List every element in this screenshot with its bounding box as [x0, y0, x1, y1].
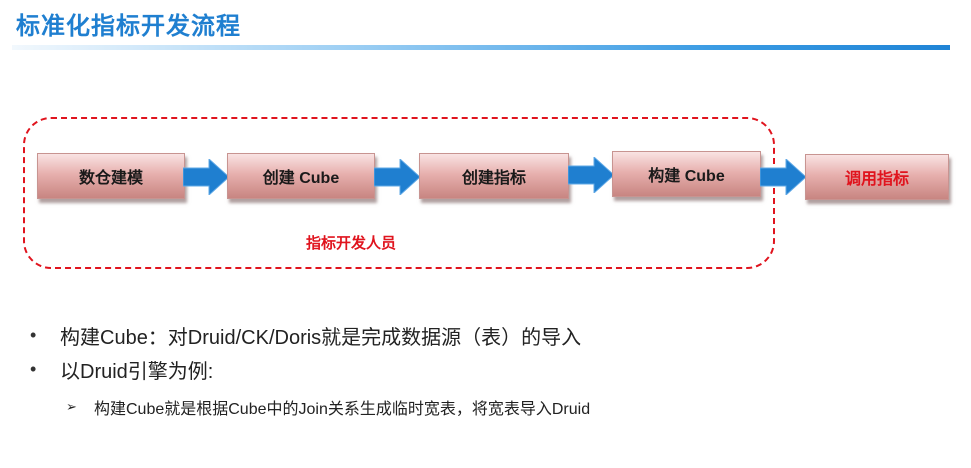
developer-group-box: [23, 117, 775, 269]
right-arrow-icon: [183, 159, 229, 195]
developer-group-label: 指标开发人员: [306, 235, 397, 252]
sub-bullet-text: 构建Cube就是根据Cube中的Join关系生成临时宽表，将宽表导入Druid: [94, 401, 591, 418]
right-arrow-icon: [760, 159, 806, 195]
step-create-cube: 创建 Cube: [227, 153, 375, 199]
step-data-warehouse-modeling: 数仓建模: [37, 153, 185, 199]
list-item: • 构建Cube：对Druid/CK/Doris就是完成数据源（表）的导入: [30, 318, 581, 352]
title-underline: [12, 45, 950, 50]
sub-list-item: ➢ 构建Cube就是根据Cube中的Join关系生成临时宽表，将宽表导入Drui…: [66, 395, 590, 419]
bullet-text: 以Druid引擎为例:: [60, 360, 214, 383]
step-call-metrics: 调用指标: [805, 154, 949, 200]
list-item: • 以Druid引擎为例:: [30, 352, 581, 386]
right-arrow-icon: [568, 157, 614, 193]
step-create-metrics: 创建指标: [419, 153, 569, 199]
arrowhead-bullet-icon: ➢: [66, 399, 77, 414]
bullet-dot-icon: •: [30, 324, 37, 345]
bullet-dot-icon: •: [30, 358, 37, 379]
slide-title: 标准化指标开发流程: [16, 11, 241, 40]
bullet-text: 构建Cube：对Druid/CK/Doris就是完成数据源（表）的导入: [60, 326, 582, 349]
right-arrow-icon: [374, 159, 420, 195]
bullet-list: • 构建Cube：对Druid/CK/Doris就是完成数据源（表）的导入 • …: [30, 318, 581, 386]
step-build-cube: 构建 Cube: [612, 151, 761, 197]
